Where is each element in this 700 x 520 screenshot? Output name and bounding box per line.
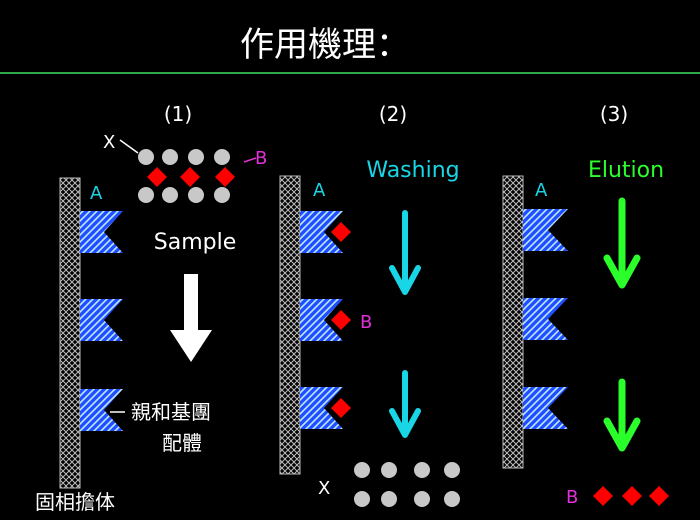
panel-1-support-label: 固相擔体 [35,490,115,514]
panel-1-solid-support [59,177,81,489]
bound-target-b-diamond [331,222,351,242]
ligand-block [523,387,568,429]
sample-arrow [170,274,212,362]
panel-2-ligands [300,211,343,429]
ligand-block [80,389,123,431]
panel-1-ligand-label-2: 配體 [162,431,202,455]
ligand-block [300,387,343,429]
ligand-block [300,299,343,341]
panel-1-label-a: A [90,183,103,204]
impurity-x-dot [162,187,178,203]
panel-2-solid-support [279,175,301,475]
eluted-target-b-diamond [649,486,669,506]
impurity-x-dot [138,149,154,165]
washing-arrow [389,210,421,295]
elution-arrow [603,378,641,452]
impurity-x-dot [354,462,370,478]
eluted-target-b-diamond [622,486,642,506]
panel-3-label-b: B [566,487,578,508]
target-b-diamond [215,167,235,187]
impurity-x-dot [354,491,370,507]
eluted-target-diamonds [593,486,669,506]
impurity-x-dot [214,187,230,203]
ligand-block [80,299,123,341]
washing-arrow [389,370,421,438]
panel-1-step-label: Sample [154,230,237,255]
panel-3: (3) A Elution B [502,102,669,508]
ligand-block [523,209,568,251]
impurity-x-dot [214,149,230,165]
bound-target-b-diamond [331,310,351,330]
impurity-x-dot [414,462,430,478]
page-title: 作用機理： [240,25,410,65]
elution-arrows [603,197,641,452]
panel-1-number: (1) [164,102,192,126]
elution-arrow [603,197,641,289]
sample-target-diamonds [147,167,235,187]
panel-3-step-label: Elution [588,158,664,183]
impurity-x-dot [381,491,397,507]
ligand-block [523,298,568,340]
panel-3-number: (3) [600,102,628,126]
ligand-block [80,211,123,253]
panel-3-ligands [523,209,568,429]
panel-1-label-b: B [255,148,267,169]
ligand-block [300,211,343,253]
panel-2-label-b: B [360,312,372,333]
impurity-x-dot [162,149,178,165]
eluted-target-b-diamond [593,486,613,506]
sample-impurity-dots [138,149,230,203]
panel-2-bound-targets [331,222,351,418]
panel-2-step-label: Washing [366,158,459,183]
target-b-diamond [180,167,200,187]
impurity-x-dot [188,149,204,165]
x-pointer-line [119,139,139,154]
impurity-x-dot [381,462,397,478]
impurity-x-dot [138,187,154,203]
panel-1-ligands [80,211,123,431]
target-b-diamond [147,167,167,187]
impurity-x-dot [414,491,430,507]
panel-2-number: (2) [379,102,407,126]
panel-1-label-x: X [103,132,115,153]
panel-3-label-a: A [535,180,548,201]
panel-1: (1) X B A Sample [35,102,267,514]
impurity-x-dot [188,187,204,203]
panel-1-ligand-label: 親和基團 [131,400,211,424]
panel-2: (2) A B Washing X [279,102,460,507]
panel-3-solid-support [502,175,524,469]
impurity-x-dot [444,491,460,507]
washed-impurity-dots [354,462,460,507]
bound-target-b-diamond [331,398,351,418]
panel-2-label-a: A [313,180,326,201]
panel-2-label-x: X [318,478,330,499]
impurity-x-dot [444,462,460,478]
b-pointer-line [243,157,257,163]
washing-arrows [389,210,421,438]
